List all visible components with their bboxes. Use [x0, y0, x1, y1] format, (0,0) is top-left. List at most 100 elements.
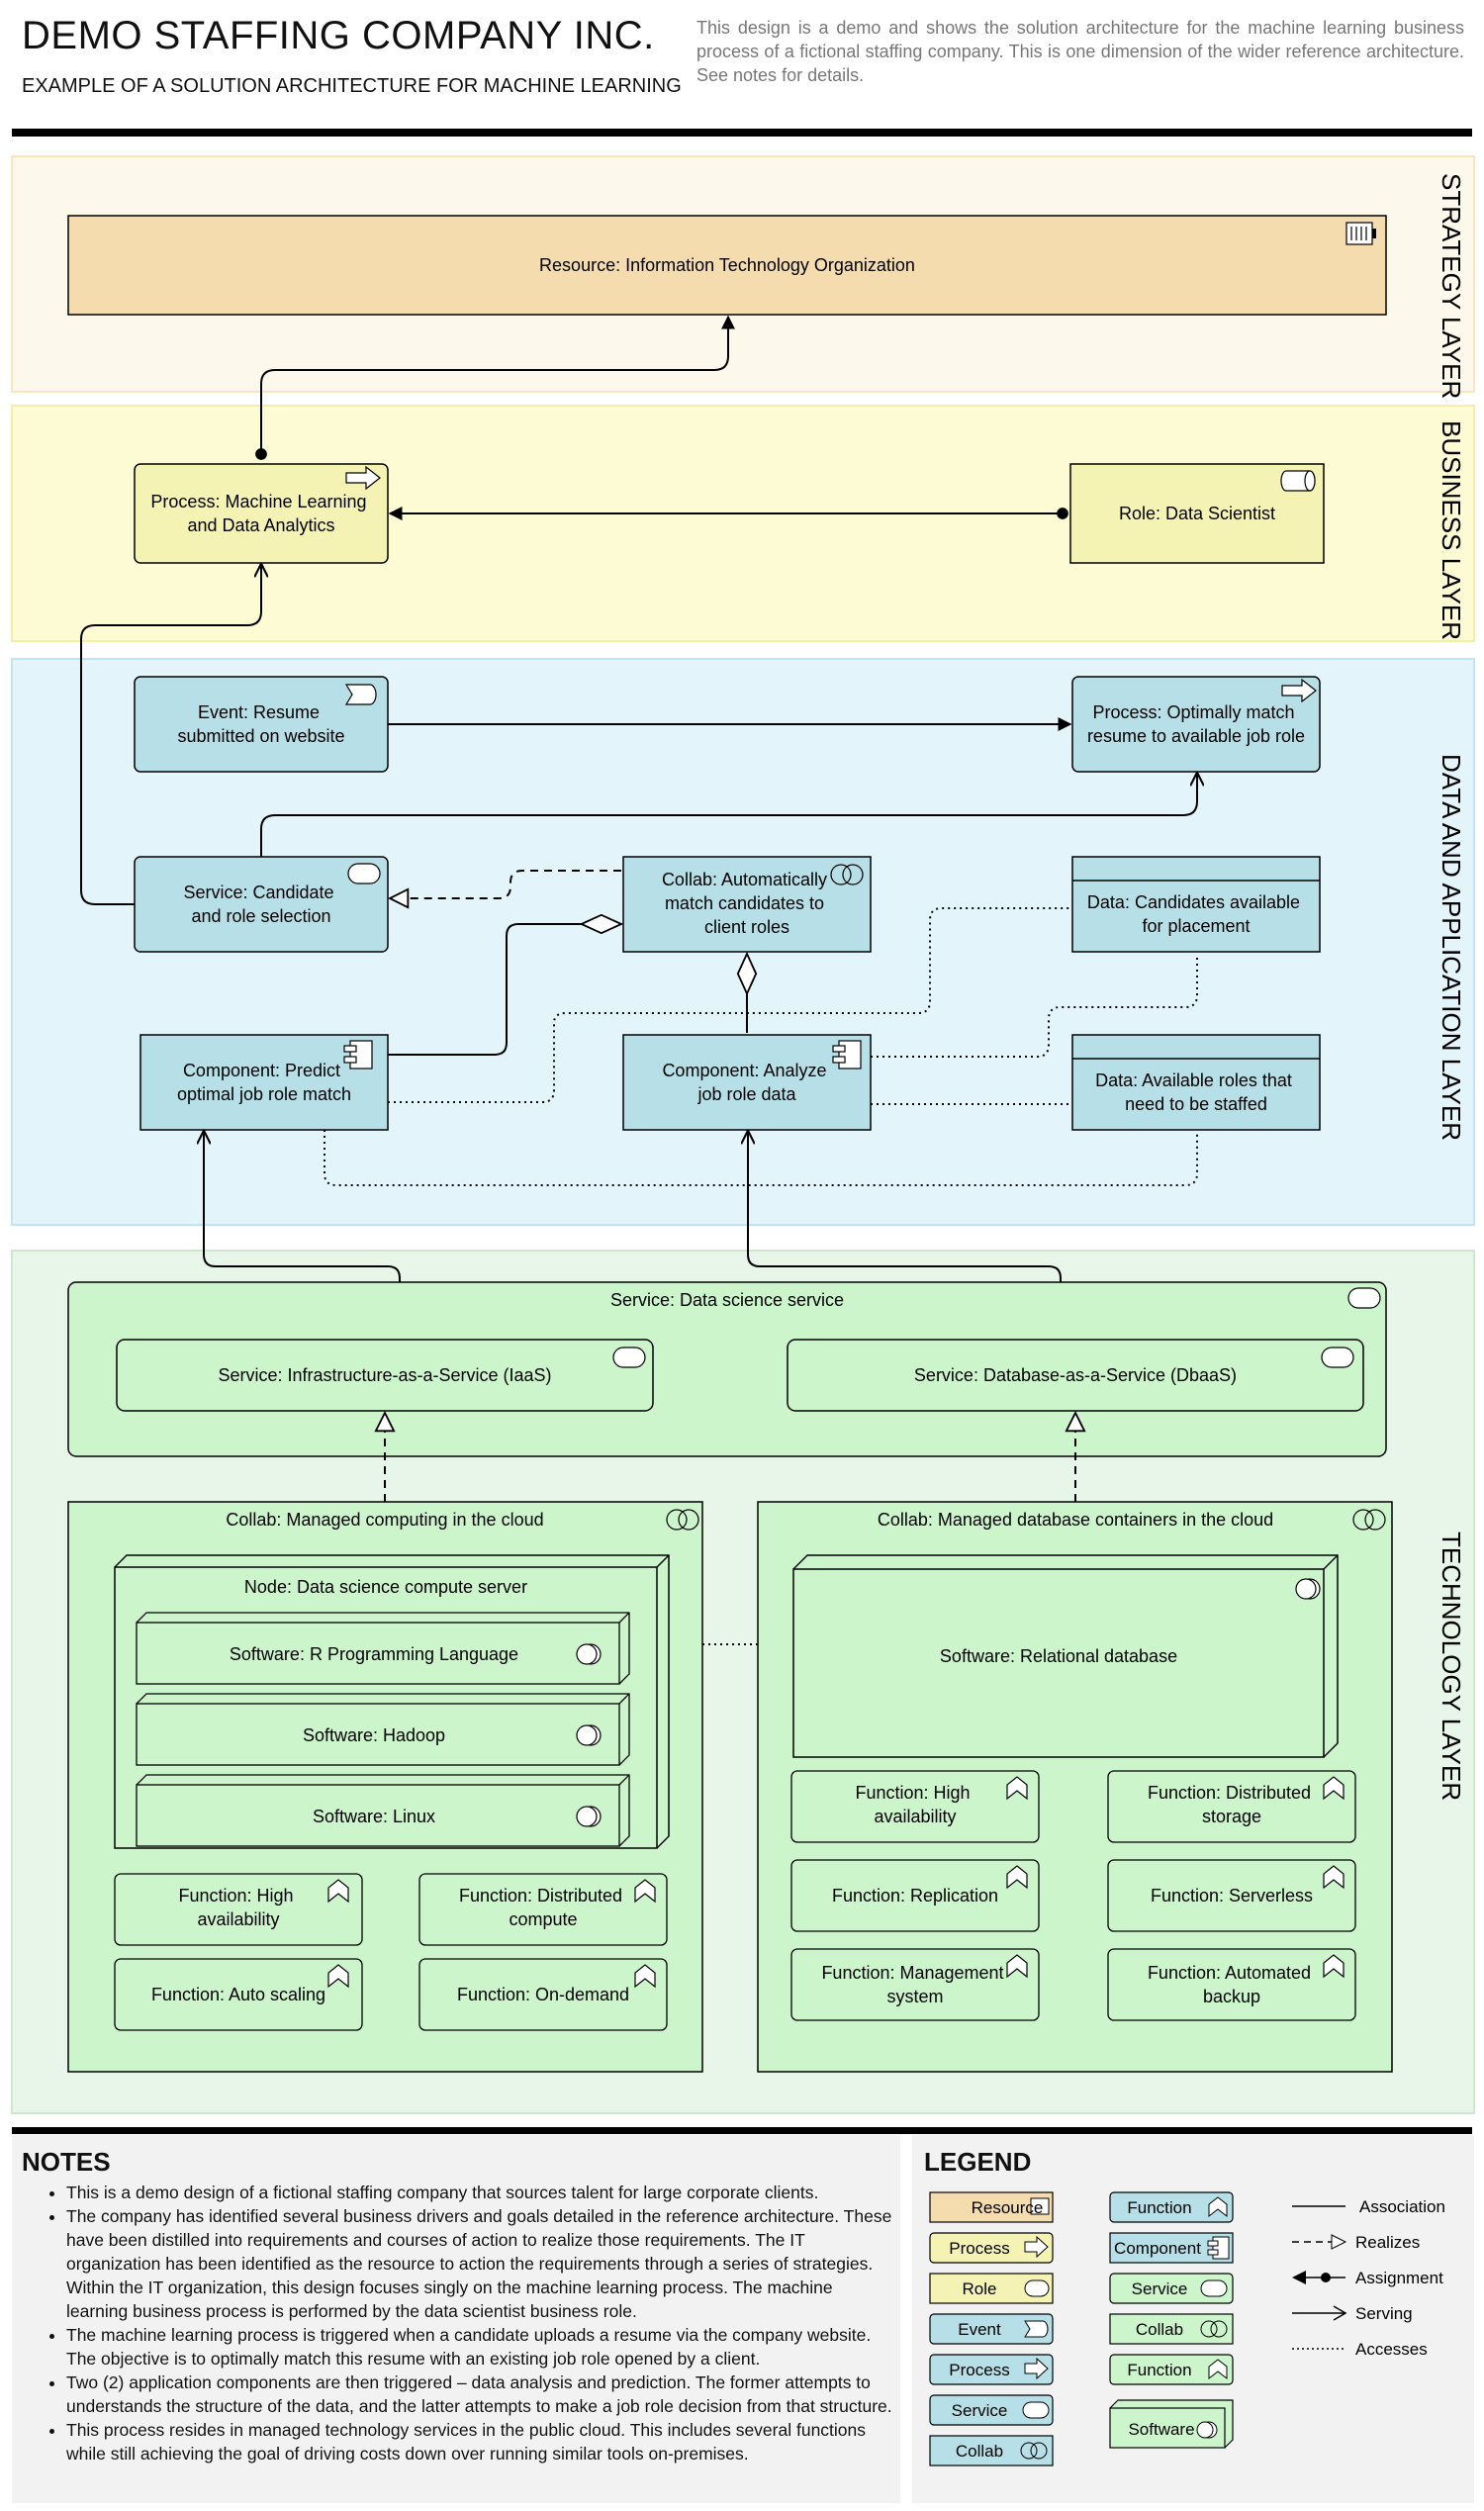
- software-hadoop[interactable]: Software: Hadoop: [136, 1693, 630, 1766]
- function-icon: [1006, 1865, 1028, 1890]
- resource-it-label: Resource: Information Technology Organiz…: [539, 255, 915, 275]
- software-icon: [576, 1806, 602, 1827]
- service-candidate-role-selection[interactable]: Service: Candidate and role selection: [134, 856, 389, 953]
- software-relational-database[interactable]: Software: Relational database: [792, 1554, 1339, 1758]
- aggregation-collab-predict: [388, 924, 621, 1056]
- function-high-availability-compute[interactable]: Function: High availability: [114, 1873, 363, 1946]
- strategy-layer-label: STRATEGY LAYER: [1437, 173, 1466, 399]
- access-analyze-candidates: [871, 954, 1198, 1058]
- collab-auto-label: Collab: Automatically match candidates t…: [662, 870, 832, 937]
- notes-item: The machine learning process is triggere…: [66, 2323, 897, 2371]
- process-machine-learning[interactable]: Process: Machine Learning and Data Analy…: [134, 463, 389, 564]
- data-candidates-label: Data: Candidates available for placement: [1087, 892, 1305, 936]
- footer-rule: [12, 2127, 1472, 2134]
- function-dist-compute-label: Function: Distributed compute: [459, 1886, 627, 1929]
- resource-icon: [1345, 222, 1376, 245]
- function-automated-backup[interactable]: Function: Automated backup: [1107, 1948, 1356, 2021]
- role-icon: [1280, 470, 1316, 492]
- function-serverless[interactable]: Function: Serverless: [1107, 1859, 1356, 1932]
- process-machine-learning-label: Process: Machine Learning and Data Analy…: [150, 492, 371, 535]
- software-icon: [1295, 1578, 1321, 1600]
- collab-automatically-match[interactable]: Collab: Automatically match candidates t…: [622, 856, 872, 953]
- software-linux[interactable]: Software: Linux: [136, 1774, 630, 1847]
- service-iaas[interactable]: Service: Infrastructure-as-a-Service (Ia…: [116, 1339, 654, 1412]
- function-ha-compute-label: Function: High availability: [178, 1886, 298, 1929]
- service-iaas-label: Service: Infrastructure-as-a-Service (Ia…: [218, 1365, 551, 1385]
- function-mgmt-label: Function: Management system: [821, 1963, 1008, 2006]
- service-icon: [612, 1347, 646, 1368]
- legend-panel: LEGEND: [912, 2135, 1474, 2503]
- function-on-demand[interactable]: Function: On-demand: [418, 1958, 668, 2031]
- function-on-demand-label: Function: On-demand: [457, 1985, 629, 2004]
- node-data-science-server[interactable]: Node: Data science compute server: [114, 1554, 670, 1849]
- function-distributed-compute[interactable]: Function: Distributed compute: [418, 1873, 668, 1946]
- function-auto-scaling-label: Function: Auto scaling: [151, 1985, 325, 2004]
- access-predict-roles: [324, 1130, 1198, 1186]
- notes-item: This is a demo design of a fictional sta…: [66, 2181, 897, 2204]
- notes-item: The company has identified several busin…: [66, 2204, 897, 2323]
- process-optimally-match[interactable]: Process: Optimally match resume to avail…: [1071, 676, 1321, 773]
- service-dbaas-label: Service: Database-as-a-Service (DbaaS): [914, 1365, 1237, 1385]
- function-icon: [1006, 1776, 1028, 1801]
- access-predict-candidates: [388, 907, 1070, 1103]
- software-hadoop-label: Software: Hadoop: [303, 1725, 445, 1745]
- function-icon: [1006, 1954, 1028, 1979]
- service-candidate-label: Service: Candidate and role selection: [183, 883, 338, 926]
- function-high-availability-db[interactable]: Function: High availability: [790, 1770, 1040, 1843]
- software-linux-label: Software: Linux: [313, 1807, 435, 1826]
- service-icon: [1321, 1347, 1354, 1368]
- collab-icon: [830, 864, 864, 885]
- function-ha-db-label: Function: High availability: [855, 1783, 974, 1826]
- service-dbaas[interactable]: Service: Database-as-a-Service (DbaaS): [787, 1339, 1364, 1412]
- notes-list: This is a demo design of a fictional sta…: [12, 2181, 897, 2465]
- service-icon: [1347, 1287, 1381, 1309]
- collab-managed-database[interactable]: Collab: Managed database containers in t…: [757, 1501, 1393, 2073]
- technology-layer-band: [11, 1250, 1475, 2114]
- function-distributed-storage[interactable]: Function: Distributed storage: [1107, 1770, 1356, 1843]
- component-icon: [832, 1040, 862, 1070]
- header-rule: [12, 129, 1472, 137]
- collab-database-label: Collab: Managed database containers in t…: [878, 1510, 1273, 1530]
- component-predict-job-role[interactable]: Component: Predict optimal job role matc…: [139, 1034, 389, 1131]
- function-icon: [634, 1964, 656, 1989]
- function-replication[interactable]: Function: Replication: [790, 1859, 1040, 1932]
- notes-panel: NOTES This is a demo design of a fiction…: [12, 2135, 900, 2503]
- role-data-scientist[interactable]: Role: Data Scientist: [1069, 463, 1325, 564]
- serving-ds-to-analyze: [748, 1132, 1062, 1282]
- resource-it-organization[interactable]: Resource: Information Technology Organiz…: [67, 215, 1387, 316]
- process-arrow-icon: [345, 465, 381, 491]
- legend-title: LEGEND: [924, 2147, 1032, 2177]
- data-application-layer-label: DATA AND APPLICATION LAYER: [1437, 754, 1466, 1141]
- business-layer-band: [11, 405, 1475, 642]
- intro-description: This design is a demo and shows the solu…: [696, 18, 1464, 85]
- software-r-label: Software: R Programming Language: [230, 1644, 518, 1664]
- technology-layer-label: TECHNOLOGY LAYER: [1437, 1532, 1466, 1801]
- function-auto-scaling[interactable]: Function: Auto scaling: [114, 1958, 363, 2031]
- assignment-ml-to-resource: [255, 315, 735, 460]
- notes-item: Two (2) application components are then …: [66, 2371, 897, 2418]
- software-reldb-label: Software: Relational database: [940, 1646, 1177, 1666]
- software-icon: [576, 1724, 602, 1746]
- collab-icon: [666, 1509, 699, 1531]
- data-available-roles[interactable]: Data: Available roles that need to be st…: [1071, 1034, 1321, 1131]
- process-match-label: Process: Optimally match resume to avail…: [1087, 702, 1305, 746]
- function-icon: [1323, 1865, 1345, 1890]
- process-arrow-icon: [1281, 678, 1317, 703]
- page-subtitle: EXAMPLE OF A SOLUTION ARCHITECTURE FOR M…: [22, 75, 682, 97]
- software-r-language[interactable]: Software: R Programming Language: [136, 1612, 630, 1685]
- collab-managed-computing[interactable]: Collab: Managed computing in the cloud: [67, 1501, 703, 2073]
- data-roles-label: Data: Available roles that need to be st…: [1095, 1070, 1297, 1114]
- component-analyze-job-role[interactable]: Component: Analyze job role data: [622, 1034, 872, 1131]
- event-resume-label: Event: Resume submitted on website: [177, 702, 344, 746]
- serving-candidate-to-match: [260, 774, 1197, 857]
- strategy-layer-band: [11, 155, 1475, 393]
- event-resume-submitted[interactable]: Event: Resume submitted on website: [134, 676, 389, 773]
- node-data-science-label: Node: Data science compute server: [244, 1577, 527, 1597]
- data-candidates-available[interactable]: Data: Candidates available for placement: [1071, 856, 1321, 953]
- notes-item: This process resides in managed technolo…: [66, 2418, 897, 2465]
- service-data-science[interactable]: Service: Data science service: [67, 1281, 1387, 1457]
- service-icon: [347, 863, 381, 884]
- serving-candidate-to-process: [80, 565, 261, 905]
- function-replication-label: Function: Replication: [832, 1886, 998, 1906]
- function-management-system[interactable]: Function: Management system: [790, 1948, 1040, 2021]
